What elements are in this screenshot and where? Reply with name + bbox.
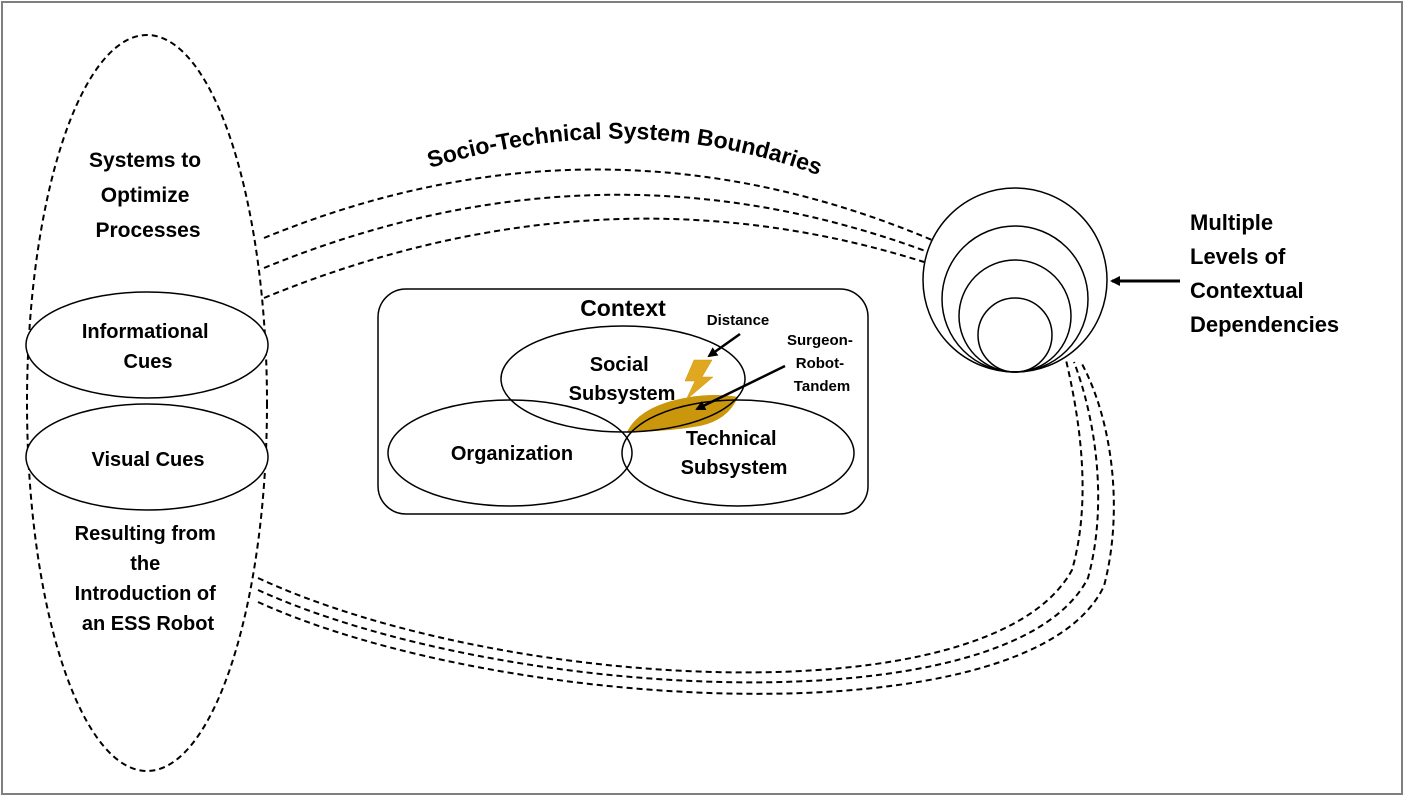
resulting-from-label: Resulting from the Introduction of an ES…	[75, 523, 222, 635]
systems-ellipse	[26, 34, 268, 772]
nested-levels-circles	[922, 187, 1108, 373]
visual-cues-ellipse	[25, 403, 269, 511]
top-boundary-arcs	[263, 168, 933, 299]
organization-label: Organization	[451, 443, 573, 465]
visual-cues-label: Visual Cues	[91, 449, 204, 471]
levels-label: Multiple Levels of Contextual Dependenci…	[1190, 210, 1339, 337]
distance-arrow	[707, 332, 741, 358]
organization-ellipse	[387, 399, 633, 507]
tandem-label: Surgeon- Robot- Tandem	[787, 332, 857, 395]
tandem-arrow	[695, 364, 786, 411]
level-circle	[958, 259, 1072, 373]
context-title: Context	[580, 295, 666, 321]
level-circle	[977, 297, 1053, 373]
systems-heading: Systems to Optimize Processes	[89, 149, 207, 242]
technical-subsystem-label: Technical Subsystem	[681, 428, 788, 479]
context-box	[377, 288, 869, 515]
informational-cues-ellipse	[25, 291, 269, 399]
bottom-boundary-arc	[257, 359, 1084, 674]
top-boundary-arc	[263, 168, 933, 241]
bottom-boundary-arc	[257, 363, 1115, 695]
bottom-boundary-arc	[257, 361, 1100, 684]
top-boundary-arc	[263, 217, 925, 299]
surgeon-robot-tandem-overlap	[627, 395, 738, 432]
distance-label: Distance	[707, 312, 770, 329]
top-boundary-arc	[263, 193, 929, 269]
informational-cues-label: Informational Cues	[82, 321, 214, 373]
bottom-boundary-arcs	[257, 359, 1115, 695]
technical-subsystem-ellipse	[621, 399, 855, 507]
lightning-icon	[684, 359, 714, 401]
level-circle	[941, 225, 1089, 373]
level-circle	[922, 187, 1108, 373]
social-subsystem-label: Social Subsystem	[569, 354, 676, 405]
